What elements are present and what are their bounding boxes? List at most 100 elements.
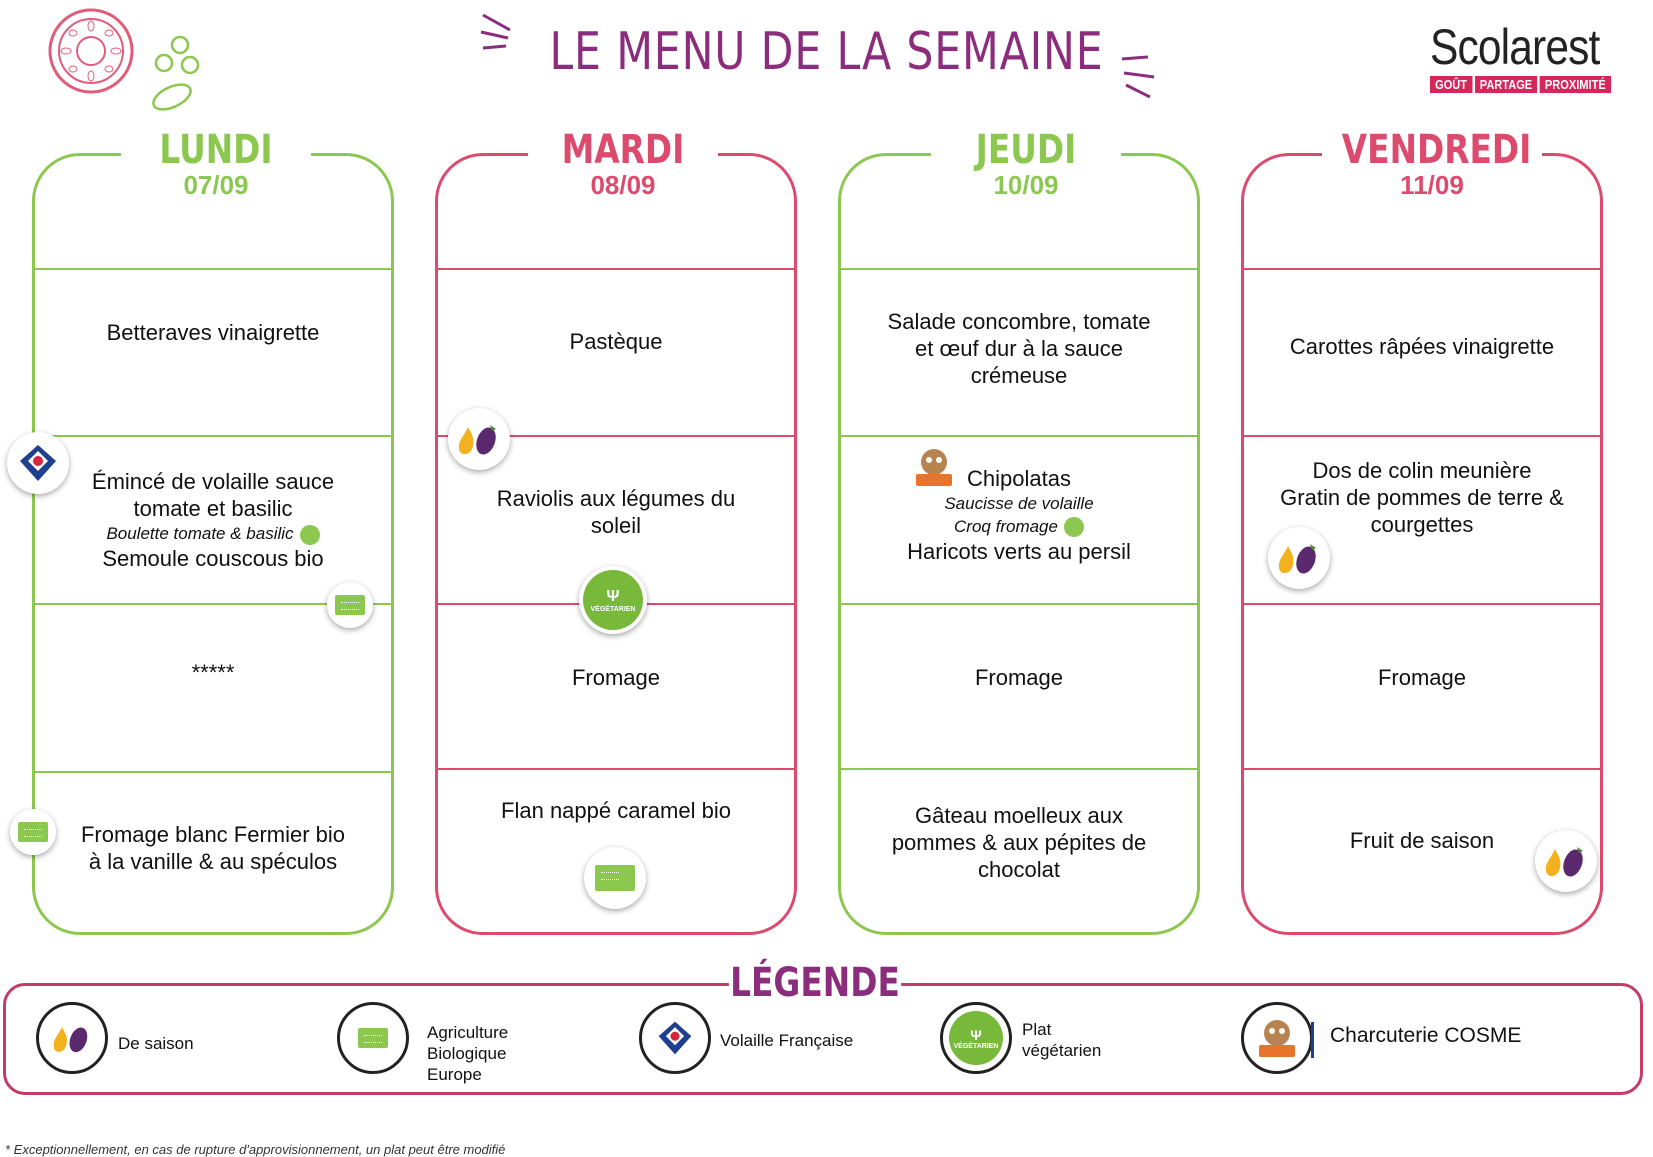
legend-label-vegetarian: Plat végétarien [1022, 1019, 1101, 1061]
title-dash-left [478, 10, 518, 55]
main-line-1: Raviolis aux légumes du [496, 486, 736, 511]
tagline-1: GOÛT [1430, 76, 1473, 93]
starter-cell: Betteraves vinaigrette [32, 270, 394, 395]
day-name: VENDREDI [1341, 127, 1532, 173]
legend-line: Plat [1022, 1020, 1052, 1039]
legend-label-seasonal: De saison [118, 1033, 194, 1054]
divider [841, 768, 1197, 770]
peas-icon [150, 35, 210, 120]
day-header-lundi: LUNDI 07/09 [121, 128, 311, 198]
seasonal-icon [36, 1002, 108, 1074]
organic-eu-icon [10, 809, 56, 855]
divider [35, 603, 391, 605]
divider [1244, 435, 1600, 437]
starter-text: Betteraves vinaigrette [106, 320, 320, 345]
day-date: 08/09 [590, 170, 656, 200]
legend-label-organic: Agriculture Biologique Europe [427, 1022, 508, 1085]
veg-badge-text: VÉGÉTARIEN [590, 605, 636, 613]
divider [438, 435, 794, 437]
dessert-line-1: Fromage blanc Fermier bio [80, 822, 346, 847]
tagline-2: PARTAGE [1474, 76, 1538, 93]
starter-cell: Salade concombre, tomate et œuf dur à la… [838, 270, 1200, 426]
main-alt2-text: Croq fromage [954, 516, 1058, 536]
seasonal-icon [1535, 830, 1597, 892]
day-date: 11/09 [1400, 170, 1464, 200]
organic-eu-icon [584, 847, 646, 909]
cheese-text: Fromage [1377, 665, 1467, 690]
dessert-line-1: Fruit de saison [1349, 827, 1495, 853]
main-cell: Dos de colin meunière Gratin de pommes d… [1241, 452, 1603, 542]
side-text: Semoule couscous bio [102, 546, 324, 571]
divider [438, 768, 794, 770]
cheese-cell: Fromage [838, 605, 1200, 750]
main-alt-row: Boulette tomate & basilic [106, 522, 320, 545]
main-cell: Chipolatas Saucisse de volaille Croq fro… [838, 452, 1200, 577]
tagline-3: PROXIMITÉ [1539, 76, 1611, 93]
divider [1244, 768, 1600, 770]
day-name: LUNDI [159, 127, 273, 173]
starter-line-2: et œuf dur à la sauce [915, 335, 1123, 361]
title-dash-right [1120, 55, 1160, 105]
cosme-icon [1241, 1002, 1313, 1074]
day-name: JEUDI [975, 127, 1077, 173]
organic-eu-icon [327, 582, 373, 628]
main-alt-text: Boulette tomate & basilic [106, 524, 294, 543]
divider [35, 268, 391, 270]
organic-eu-icon [337, 1002, 409, 1074]
dessert-cell: Flan nappé caramel bio [435, 770, 797, 850]
divider [35, 771, 391, 773]
starter-text: Pastèque [569, 328, 663, 354]
legend-line: végétarien [1022, 1041, 1102, 1060]
main-line-1: Dos de colin meunière [1312, 457, 1532, 483]
main-alt2-row: Croq fromage [954, 515, 1084, 538]
dessert-cell: Gâteau moelleux aux pommes & aux pépites… [838, 770, 1200, 915]
day-name: MARDI [561, 127, 685, 173]
day-date: 07/09 [183, 170, 249, 200]
main-cell: Émincé de volaille sauce tomate et basil… [32, 437, 394, 603]
main-line-2: soleil [590, 513, 642, 538]
day-header-vendredi: VENDREDI 11/09 [1322, 128, 1542, 198]
cosme-icon [912, 446, 956, 493]
divider [841, 435, 1197, 437]
volaille-francaise-icon [639, 1002, 711, 1074]
seasonal-icon [1268, 527, 1330, 589]
starter-line-1: Salade concombre, tomate [887, 308, 1151, 334]
legend-line: Biologique [427, 1044, 507, 1063]
starter-cell: Carottes râpées vinaigrette [1241, 270, 1603, 422]
seasonal-icon [448, 408, 510, 470]
tomato-slice-icon [45, 8, 137, 99]
cheese-text: Fromage [571, 665, 661, 690]
vegetarian-mini-icon [299, 524, 320, 545]
veg-sprout-icon: Ψ [970, 1026, 982, 1043]
legend-title: LÉGENDE [728, 960, 902, 1006]
legend-line: Charcuterie COSME [1330, 1024, 1522, 1047]
brand-tagline: GOÛT PARTAGE PROXIMITÉ [1430, 76, 1611, 93]
divider [438, 268, 794, 270]
starter-text: Carottes râpées vinaigrette [1289, 333, 1555, 359]
dessert-line-1: Flan nappé caramel bio [501, 797, 731, 823]
cheese-cell: Fromage [435, 605, 797, 750]
dessert-line-2: pommes & aux pépites de [891, 830, 1147, 855]
day-header-jeudi: JEUDI 10/09 [931, 128, 1121, 198]
legend-line: Europe [427, 1065, 482, 1084]
divider [1244, 603, 1600, 605]
dessert-cell: Fromage blanc Fermier bio à la vanille &… [32, 773, 394, 923]
veg-sprout-icon: Ψ [606, 587, 620, 605]
starter-cell: Pastèque [435, 270, 797, 412]
divider [841, 603, 1197, 605]
dessert-line-2: à la vanille & au spéculos [88, 849, 338, 874]
volaille-francaise-icon [7, 432, 69, 494]
main-line-2: Gratin de pommes de terre & [1280, 484, 1564, 510]
cheese-text: Fromage [974, 665, 1064, 690]
main-line-1: Émincé de volaille sauce [91, 469, 335, 494]
main-line-3: courgettes [1370, 511, 1474, 537]
side-text: Haricots verts au persil [907, 538, 1131, 564]
day-header-mardi: MARDI 08/09 [528, 128, 718, 198]
footnote: * Exceptionnellement, en cas de rupture … [5, 1142, 506, 1157]
legend-divider [1311, 1022, 1314, 1058]
cheese-cell: Fromage [1241, 605, 1603, 750]
divider [35, 435, 391, 437]
legend-line: Volaille Française [720, 1031, 854, 1050]
